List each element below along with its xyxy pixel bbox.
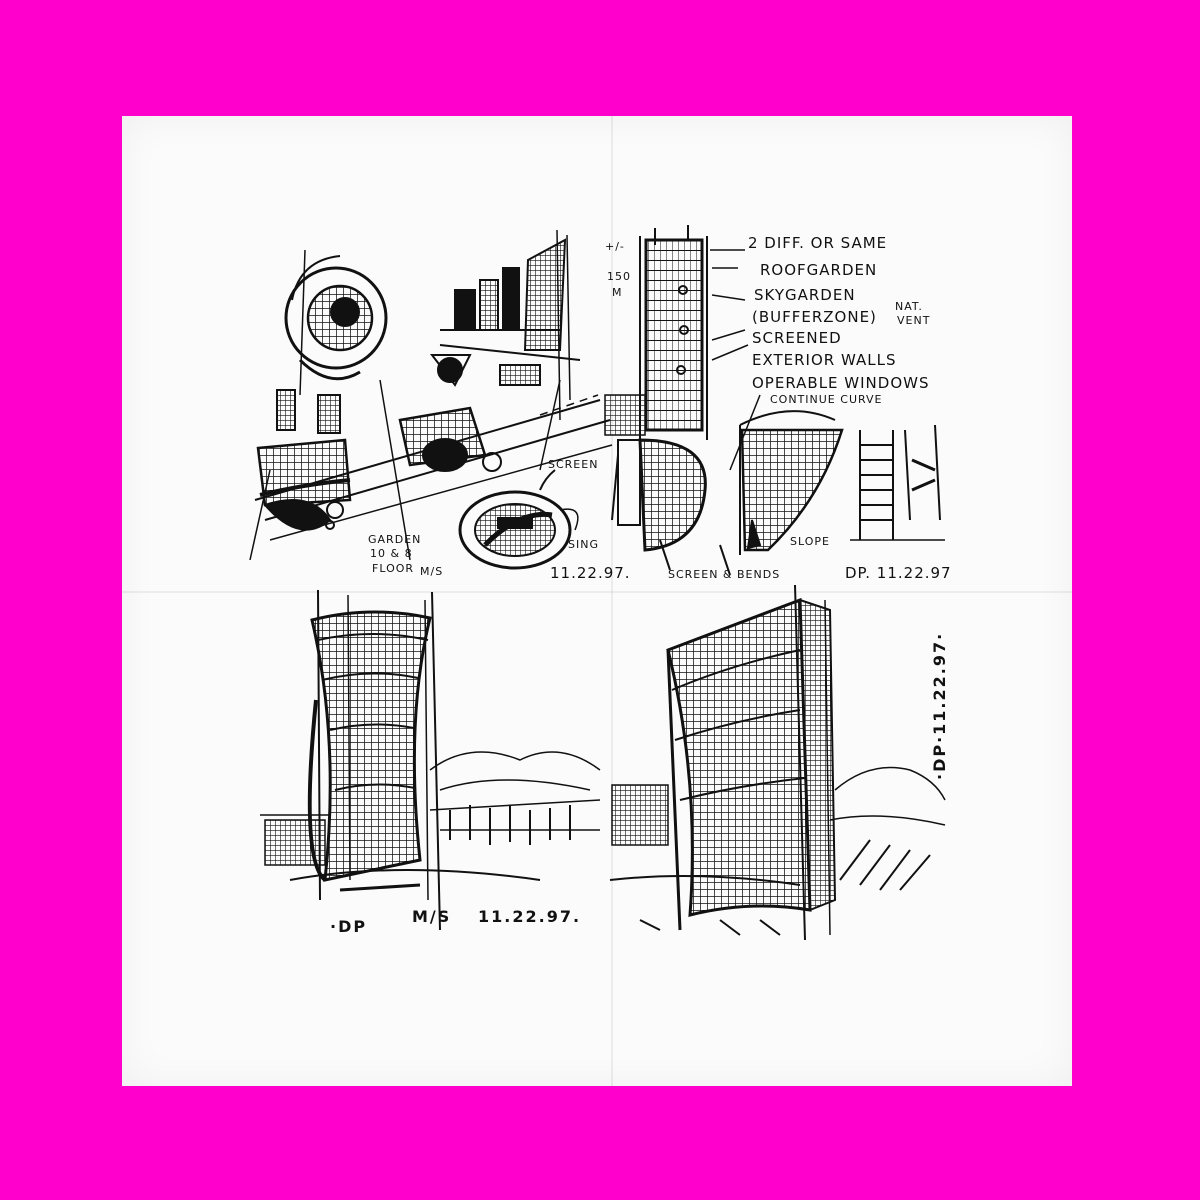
note-exterior-walls: EXTERIOR WALLS xyxy=(752,351,896,369)
curved-tower-perspective-right xyxy=(666,584,837,941)
top-left-labels: SCREEN GARDEN 10 & 8 FLOOR M/S SING 11.2… xyxy=(368,458,631,582)
note-nat: NAT. xyxy=(895,300,923,313)
label-height-unit: M xyxy=(612,286,623,299)
initials-ms-bottom: M/S xyxy=(412,907,451,926)
note-roofgarden: ROOFGARDEN xyxy=(760,261,877,279)
label-slope: SLOPE xyxy=(790,535,830,548)
fold-line-vertical xyxy=(611,116,613,1086)
site-plan-sketch xyxy=(249,379,613,561)
top-right-labels: +/- 150 M 2 DIFF. OR SAME ROOFGARDEN SKY… xyxy=(605,234,952,582)
label-garden: GARDEN xyxy=(368,533,421,546)
date-top-left: 11.22.97. xyxy=(550,564,631,582)
paper-sheet xyxy=(122,116,1072,1086)
sketch-top-left xyxy=(249,229,613,570)
label-screen: SCREEN xyxy=(548,458,598,471)
d-plan-sketch xyxy=(611,438,731,576)
note-vent: VENT xyxy=(897,314,930,327)
label-floor: FLOOR xyxy=(372,562,414,575)
label-height-pm: +/- xyxy=(605,240,625,253)
round-plan-sketch xyxy=(284,249,388,396)
sketch-top-right xyxy=(604,225,945,576)
fold-line-horizontal xyxy=(122,591,1072,593)
sketch-bottom-right xyxy=(609,584,946,941)
label-sing: SING xyxy=(568,538,599,551)
screen-plan-sketch xyxy=(458,469,579,570)
signature-top-right: DP. 11.22.97 xyxy=(845,564,952,582)
bottom-left-labels: ·DP M/S 11.22.97. xyxy=(330,907,581,936)
sketch-bottom-left xyxy=(260,589,601,931)
label-continue-curve: CONTINUE CURVE xyxy=(770,393,883,406)
curved-section-sketch xyxy=(729,394,844,555)
note-operable-windows: OPERABLE WINDOWS xyxy=(752,374,929,392)
tower-massing-sketch xyxy=(429,229,581,421)
label-height-value: 150 xyxy=(607,270,631,283)
curved-tower-perspective-left xyxy=(307,589,441,931)
stair-element-sketch xyxy=(850,424,945,541)
label-garden-floors: 10 & 8 xyxy=(370,547,413,560)
note-skygarden: SKYGARDEN xyxy=(754,286,856,304)
initials-ms-top: M/S xyxy=(420,565,443,578)
signature-dp-bottom-right: ·DP·11.22.97· xyxy=(930,632,949,780)
tower-elevation-sketch xyxy=(604,225,749,440)
landscape-bottom-left xyxy=(260,751,601,892)
note-bufferzone: (BUFFERZONE) xyxy=(752,308,877,326)
note-diff-or-same: 2 DIFF. OR SAME xyxy=(748,234,887,252)
bottom-right-labels: ·DP·11.22.97· xyxy=(930,632,949,780)
signature-dp-bottom-left: ·DP xyxy=(330,917,367,936)
note-screened: SCREENED xyxy=(752,329,842,347)
date-bottom-left: 11.22.97. xyxy=(478,907,581,926)
landscape-bottom-right xyxy=(609,766,946,936)
label-screen-bends: SCREEN & BENDS xyxy=(668,568,780,581)
